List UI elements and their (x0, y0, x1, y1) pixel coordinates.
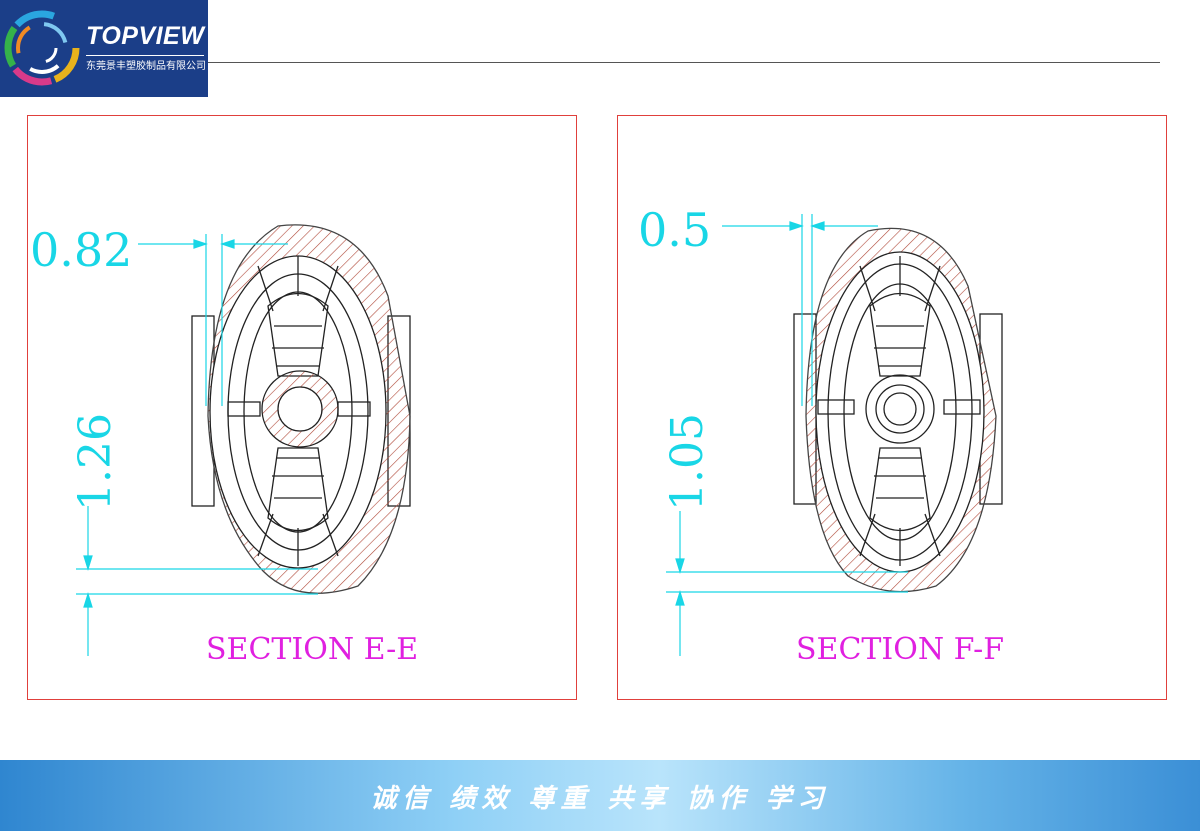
dimension-lines (666, 214, 908, 656)
logo-block: TOPVIEW 东莞景丰塑胶制品有限公司 (0, 0, 208, 97)
brand-rule (86, 55, 204, 56)
dimension-lines (76, 234, 318, 656)
section-title: SECTION F-F (796, 632, 1004, 667)
section-title: SECTION E-E (206, 632, 418, 667)
brand-name: TOPVIEW (86, 22, 205, 50)
footer-band (0, 760, 1200, 831)
dimension-label-bottom: 1.26 (70, 413, 121, 511)
footer-slogan: 诚信 绩效 尊重 共享 协作 学习 (370, 784, 830, 814)
company-name: 东莞景丰塑胶制品有限公司 (86, 61, 206, 72)
swirl-ring-logo-icon (4, 10, 80, 86)
section-drawing-ff: 0.5 1.05 SECTION F-F (638, 203, 1004, 667)
dimension-label-wall: 0.5 (638, 203, 711, 257)
section-panel-ff: 0.5 1.05 SECTION F-F (617, 115, 1167, 700)
header-divider (208, 62, 1160, 63)
section-drawing-ee: 0.82 1.26 SECTION E-E (30, 223, 418, 667)
dimension-label-bottom: 1.05 (662, 413, 713, 511)
part-cross-section (793, 227, 1003, 593)
section-panel-ee: 0.82 1.26 SECTION E-E (27, 115, 577, 700)
part-cross-section (191, 224, 411, 594)
dimension-label-wall: 0.82 (30, 223, 132, 277)
